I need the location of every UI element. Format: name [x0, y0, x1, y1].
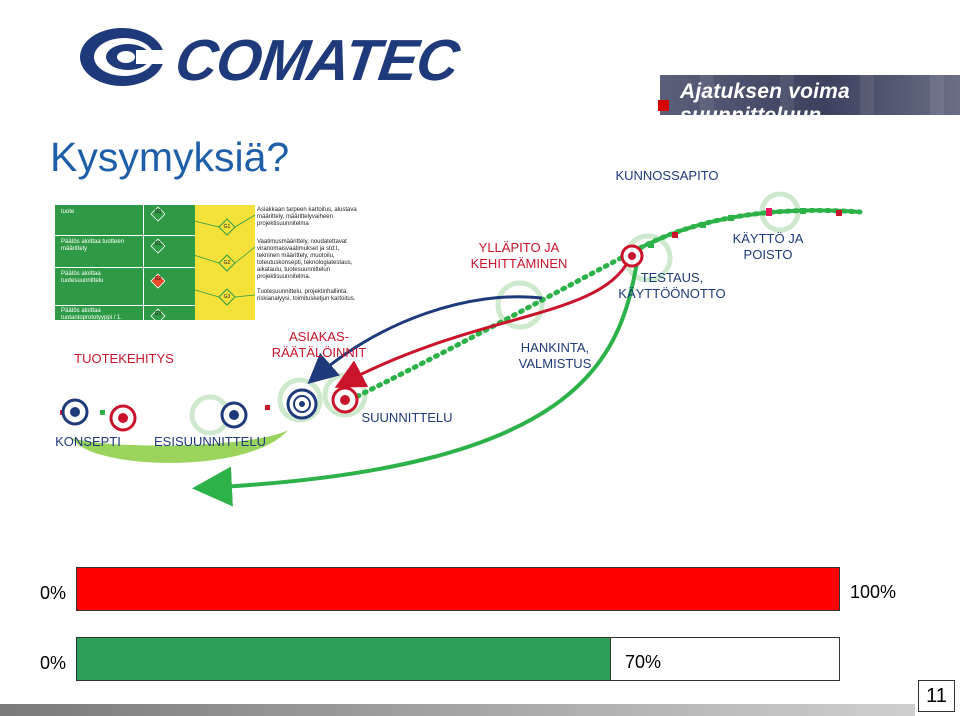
- target-icon: [61, 398, 89, 426]
- return-arrow-green: [192, 261, 639, 507]
- diagram-lane-label: Päätös aloittaa tuotesuunnittelu: [61, 271, 104, 284]
- progress-bar-2: [76, 637, 840, 681]
- phase-label-asiakas: ASIAKAS- RÄÄTÄLÖINNIT: [271, 329, 367, 360]
- diagram-gate-label: G1: [154, 241, 162, 247]
- return-arrow-navy: [307, 295, 543, 384]
- phase-label-kaytto: KÄYTTÖ JA POISTO: [732, 231, 804, 262]
- diagram-lane-label: tuote: [61, 209, 75, 215]
- phase-label-suunnittelu: SUUNNITTELU: [361, 410, 453, 425]
- lifecycle-diagram: [60, 191, 863, 507]
- diagram-gate-label: G3: [154, 311, 162, 317]
- diagram-task-text: Asiakkaan tarpeen kartoitus, alustava mä…: [257, 207, 357, 227]
- progress-bar-2-divider: [610, 638, 612, 680]
- diagram-task-text: Tuotesuunnittelu, projektinhallinta, ris…: [257, 289, 356, 302]
- background-rings: [189, 191, 801, 436]
- phase-label-testaus: TESTAUS, KÄYTTÖÖNOTTO: [618, 270, 726, 301]
- progress-bar-2-end-label: 70%: [625, 652, 662, 672]
- target-icon: [286, 388, 318, 420]
- diagram-lane-label: Päätös aloittaa tuotteen määrittely: [61, 239, 125, 252]
- header: COMATEC Ajatuksen voima suunnitteluun: [0, 0, 960, 127]
- target-icon: [109, 404, 137, 432]
- return-arrow-red: [334, 257, 632, 388]
- progress-bar-1: [76, 567, 840, 611]
- target-icon: [220, 401, 248, 429]
- slide-title: Kysymyksiä?: [50, 134, 290, 180]
- target-icon: [620, 244, 644, 268]
- progress-bar-1-fill: [77, 568, 839, 610]
- diagram-gate-label: G3: [223, 294, 231, 300]
- phase-label-yllapito: YLLÄPITO JA KEHITTÄMINEN: [470, 240, 568, 271]
- progress-bar-2-start-label: 0%: [40, 653, 67, 673]
- phase-label-kunnossapito: KUNNOSSAPITO: [615, 168, 719, 183]
- phase-label-konsepti: KONSEPTI: [55, 434, 121, 449]
- diagram-gate-label: G0: [154, 209, 162, 215]
- comatec-logo-icon: [80, 28, 170, 86]
- diagram-gate-label: G2: [154, 276, 162, 282]
- bottom-bowl: [72, 430, 288, 463]
- arc-dots: [60, 208, 842, 415]
- diagram-lane-label: Päätös aloittaa tuotantoprototyyppi / 1.: [61, 308, 123, 321]
- diagram-gate-label: G2: [223, 260, 231, 266]
- progress-bar-2-fill: [77, 638, 611, 680]
- slogan-banner: [660, 75, 960, 115]
- target-icon: [331, 386, 359, 414]
- slogan-text: Ajatuksen voima suunnitteluun: [680, 80, 850, 127]
- phase-label-hankinta: HANKINTA, VALMISTUS: [518, 340, 592, 371]
- phase-label-esisuunnittelu: ESISUUNNITTELU: [154, 434, 266, 449]
- phase-label-tuotekehitys: TUOTEKEHITYS: [74, 351, 174, 366]
- diagram-task-text: Vaatimusmäärittely, noudatettavat virano…: [257, 239, 353, 280]
- slogan-accent-square: [658, 100, 669, 111]
- progress-bar-1-end-label: 100%: [850, 582, 897, 602]
- diagram-gate-label: G1: [223, 224, 231, 230]
- diagram-gates: [150, 206, 256, 320]
- diagram-lanes: [55, 205, 195, 320]
- footer-strip: [0, 704, 915, 716]
- progress-bar-1-start-label: 0%: [40, 583, 67, 603]
- page-number: 11: [918, 680, 955, 712]
- process-diagram: tuote Päätös aloittaa tuotteen määrittel…: [55, 205, 365, 321]
